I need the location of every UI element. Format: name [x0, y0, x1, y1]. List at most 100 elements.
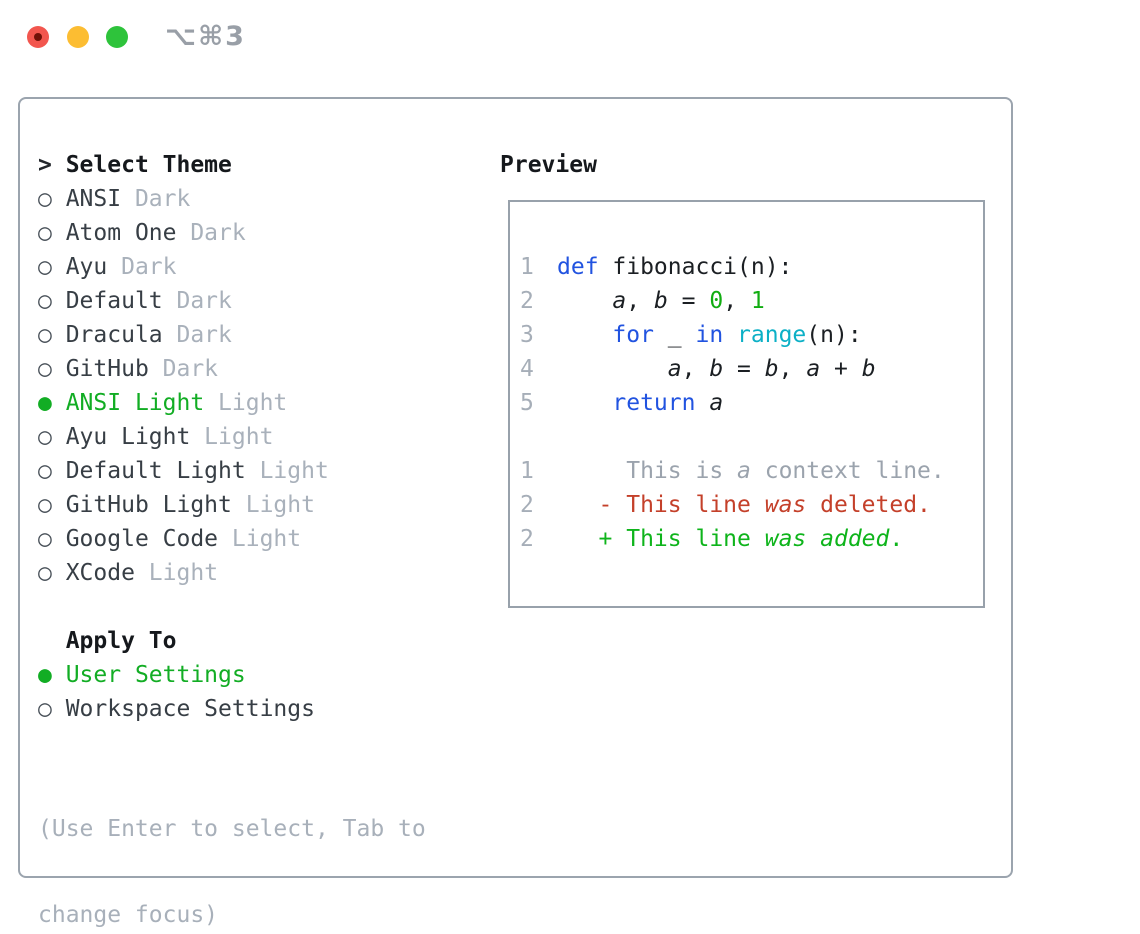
code-segment: def [557, 254, 599, 280]
theme-name: XCode [65, 560, 135, 586]
theme-name: Ayu [65, 254, 108, 280]
theme-tag: Dark [148, 356, 219, 382]
code-segment: , [778, 356, 807, 382]
theme-name: GitHub Light [65, 492, 232, 518]
code-segment: a [667, 356, 682, 382]
code-segment: range [737, 322, 807, 348]
code-segment: b [861, 356, 876, 382]
theme-option[interactable]: ○ Atom One Dark [38, 216, 329, 250]
line-number: 1 [520, 458, 534, 484]
code-segment: = [667, 288, 710, 314]
theme-tag: Light [190, 424, 274, 450]
code-segment: 1 [750, 288, 765, 314]
theme-tag: Dark [162, 322, 232, 348]
code-segment: added [820, 526, 890, 552]
theme-name: ANSI Light [65, 390, 205, 416]
theme-name: Atom One [65, 220, 177, 246]
radio-icon: ○ [38, 696, 66, 722]
apply-to-option[interactable]: ● User Settings [38, 658, 315, 692]
radio-icon: ○ [38, 356, 66, 382]
hint-line-1: (Use Enter to select, Tab to [38, 816, 426, 842]
theme-option[interactable]: ○ Ayu Light Light [38, 420, 329, 454]
code-segment: This is [557, 458, 738, 484]
theme-tag: Light [231, 492, 315, 518]
traffic-light-close-icon[interactable] [27, 26, 49, 48]
apply-to-header: Apply To [38, 624, 315, 658]
code-segment [557, 288, 612, 314]
code-segment: context line. [750, 458, 945, 484]
apply-option-label: Workspace Settings [65, 696, 315, 722]
code-line: 2 a, b = 0, 1 [520, 284, 876, 318]
line-number: 1 [520, 254, 534, 280]
theme-option[interactable]: ● ANSI Light Light [38, 386, 329, 420]
keyboard-hint: (Use Enter to select, Tab to change focu… [38, 760, 426, 934]
code-segment [557, 356, 668, 382]
code-segment: a [806, 356, 821, 382]
code-segment: , [626, 288, 654, 314]
radio-icon: ○ [38, 288, 66, 314]
code-segment: b [653, 288, 668, 314]
theme-name: Dracula [65, 322, 163, 348]
theme-option[interactable]: ○ XCode Light [38, 556, 329, 590]
code-segment: a [612, 288, 627, 314]
theme-option[interactable]: ○ Default Dark [38, 284, 329, 318]
theme-option[interactable]: ○ Default Light Light [38, 454, 329, 488]
code-segment: was [764, 526, 807, 552]
radio-icon: ○ [38, 458, 66, 484]
line-number: 2 [520, 526, 534, 552]
diff-line: 2 + This line was added. [520, 522, 945, 556]
radio-icon: ○ [38, 254, 66, 280]
code-segment [695, 390, 709, 416]
radio-icon: ○ [38, 492, 66, 518]
hint-line-2: change focus) [38, 902, 219, 928]
theme-option[interactable]: ○ ANSI Dark [38, 182, 329, 216]
radio-icon: ○ [38, 220, 66, 246]
code-segment: - This line [557, 492, 765, 518]
theme-option[interactable]: ○ GitHub Light Light [38, 488, 329, 522]
code-segment: (n): [806, 322, 862, 348]
code-line: 5 return a [520, 386, 876, 420]
theme-name: Default Light [65, 458, 246, 484]
code-segment: b [709, 356, 724, 382]
line-number: 3 [520, 322, 534, 348]
radio-icon: ● [38, 390, 66, 416]
apply-option-label: User Settings [65, 662, 246, 688]
code-segment: = [723, 356, 765, 382]
code-line: 4 a, b = b, a + b [520, 352, 876, 386]
prompt-icon: > [38, 152, 66, 178]
code-line: 3 for _ in range(n): [520, 318, 876, 352]
theme-option[interactable]: ○ Dracula Dark [38, 318, 329, 352]
theme-name: Google Code [65, 526, 219, 552]
code-segment: a [709, 390, 724, 416]
line-number: 2 [520, 288, 534, 314]
code-segment [557, 390, 612, 416]
theme-name: GitHub [65, 356, 149, 382]
theme-tag: Dark [162, 288, 232, 314]
code-segment: fibonacci(n): [598, 254, 793, 280]
theme-name: Ayu Light [65, 424, 191, 450]
traffic-light-zoom-icon[interactable] [106, 26, 128, 48]
theme-tag: Dark [176, 220, 246, 246]
apply-to-option[interactable]: ○ Workspace Settings [38, 692, 315, 726]
code-segment: + [820, 356, 862, 382]
code-segment: a [737, 458, 751, 484]
apply-to-section: Apply To● User Settings○ Workspace Setti… [38, 624, 315, 726]
code-segment: + This line [557, 526, 765, 552]
radio-icon: ○ [38, 560, 66, 586]
theme-tag: Light [134, 560, 219, 586]
theme-name: Default [65, 288, 163, 314]
code-segment: for [612, 322, 654, 348]
diff-preview: 1 This is a context line. 2 - This line w… [520, 454, 945, 556]
theme-option[interactable]: ○ Google Code Light [38, 522, 329, 556]
theme-tag: Light [245, 458, 329, 484]
theme-option[interactable]: ○ Ayu Dark [38, 250, 329, 284]
code-segment: , [723, 288, 751, 314]
radio-icon: ○ [38, 186, 66, 212]
code-segment [723, 322, 737, 348]
theme-tag: Dark [121, 186, 191, 212]
radio-icon: ○ [38, 526, 66, 552]
code-segment [806, 526, 820, 552]
traffic-light-minimize-icon[interactable] [67, 26, 89, 48]
theme-option[interactable]: ○ GitHub Dark [38, 352, 329, 386]
